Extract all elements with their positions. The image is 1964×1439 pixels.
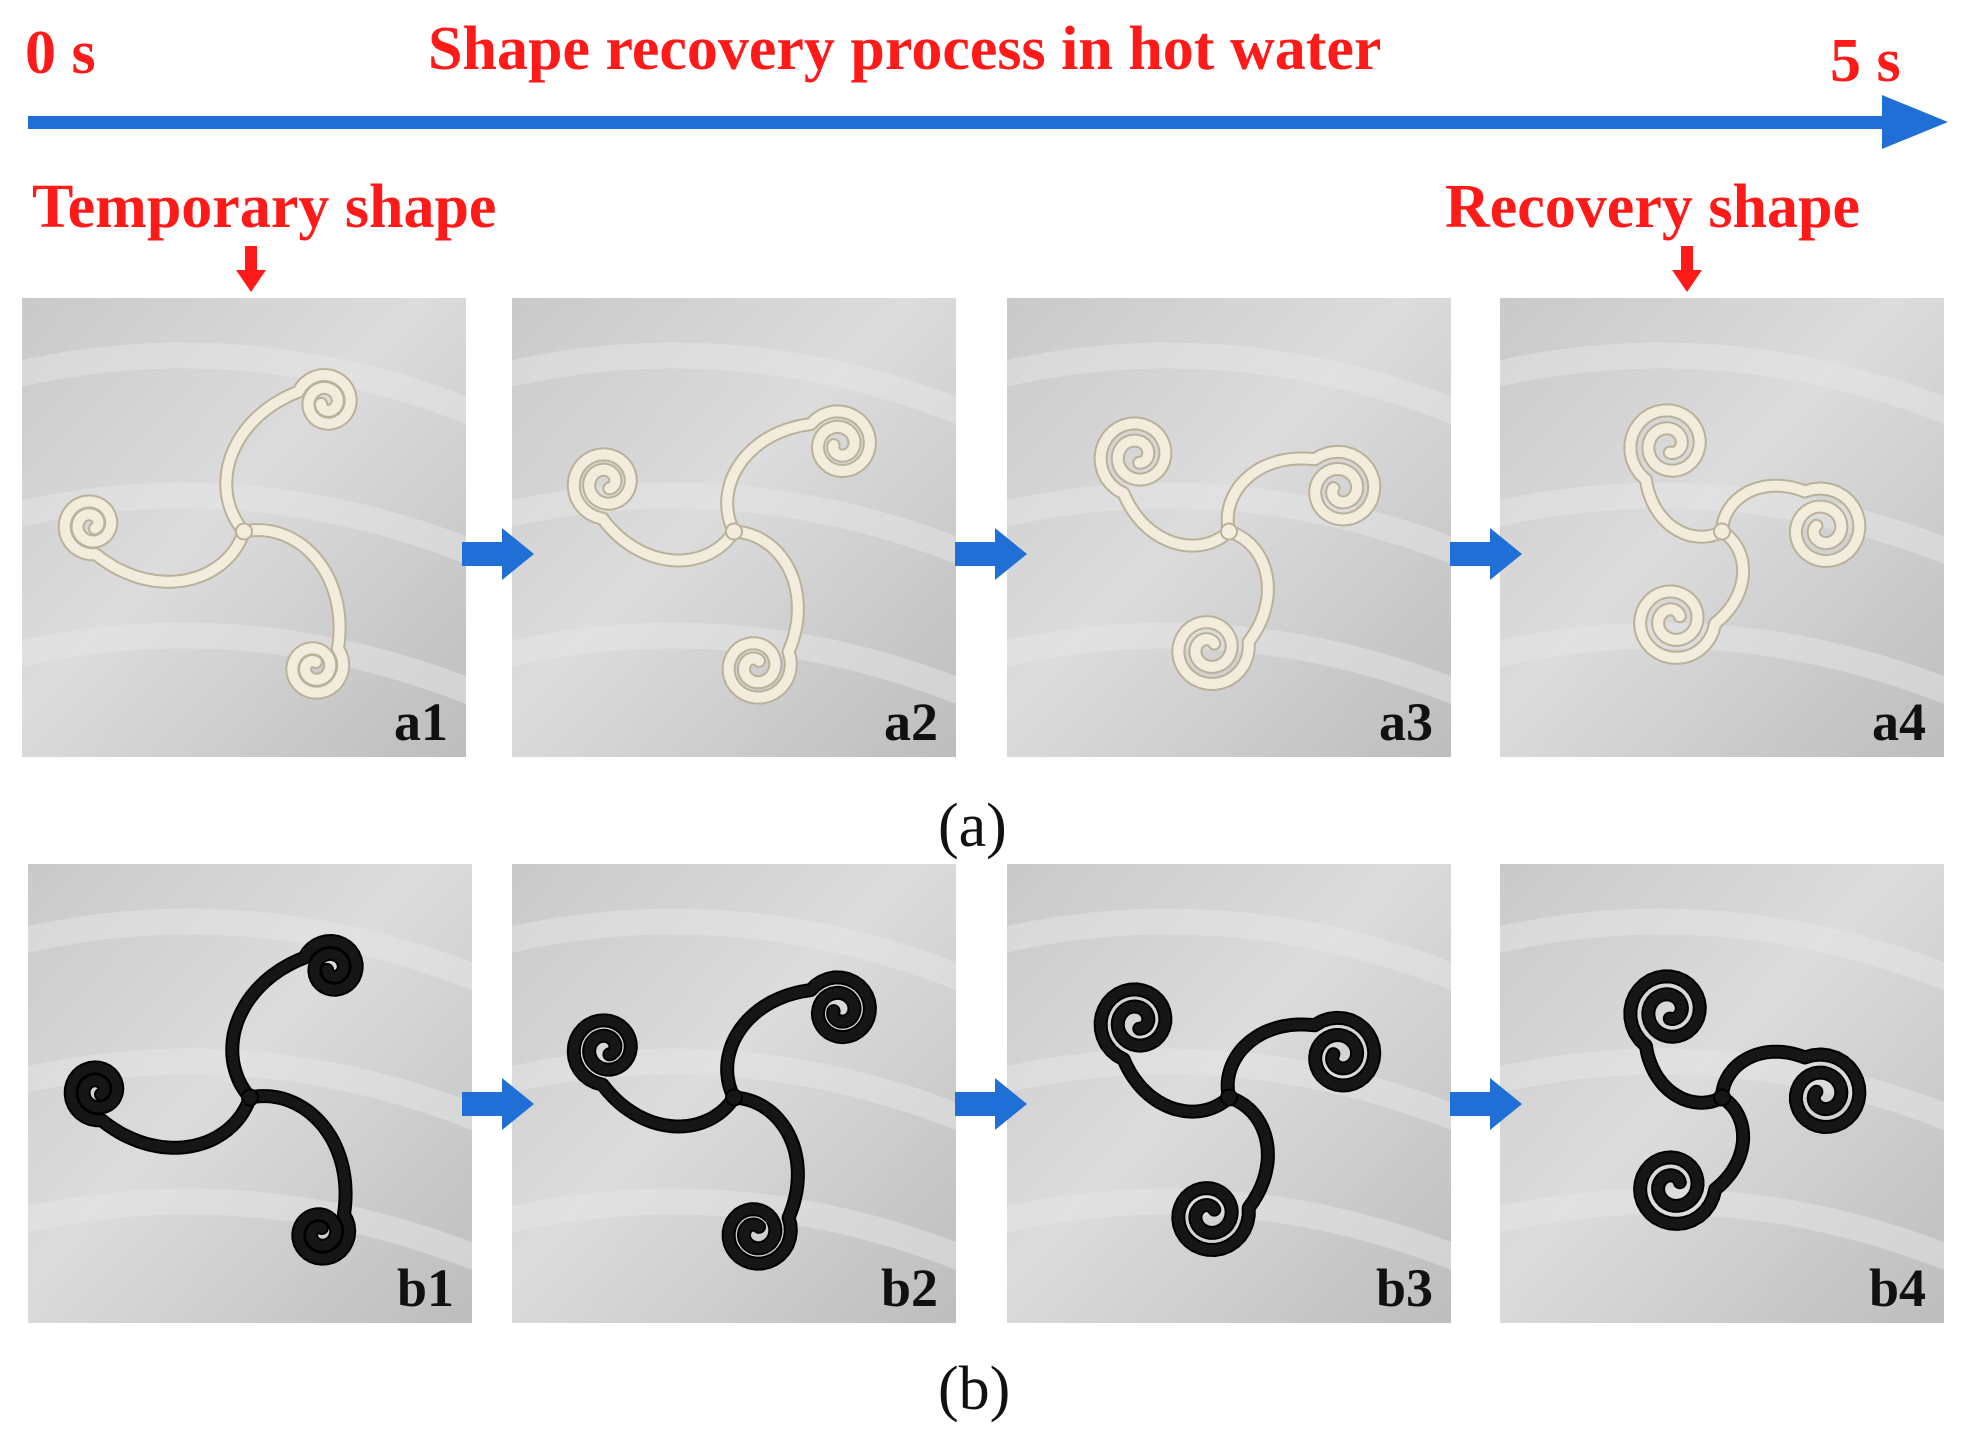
start-time-label: 0 s — [25, 19, 96, 87]
photo-panel-b3: b3 — [1007, 864, 1451, 1323]
step-arrow-icon — [955, 528, 1027, 580]
photo-panel-b1: b1 — [28, 864, 472, 1323]
photo-panel-b2: b2 — [512, 864, 956, 1323]
triskelion-specimen — [566, 404, 877, 705]
photo-panel-a4: a4 — [1500, 298, 1944, 757]
panel-label: a3 — [1379, 692, 1433, 752]
triskelion-specimen — [1623, 969, 1867, 1231]
end-time-label: 5 s — [1830, 27, 1901, 95]
photo-panel-a1: a1 — [22, 298, 466, 757]
caption-b: (b) — [938, 1355, 1011, 1423]
caption-a: (a) — [938, 792, 1007, 860]
step-arrow-icon — [1450, 1078, 1522, 1130]
recovery-down-arrow-icon — [1672, 246, 1702, 292]
photo-panel-a3: a3 — [1007, 298, 1451, 757]
panel-label: b2 — [880, 1258, 938, 1318]
triskelion-specimen — [1093, 416, 1382, 691]
triskelion-specimen — [63, 934, 364, 1266]
panel-label: b4 — [1868, 1258, 1926, 1318]
panel-label: a2 — [884, 692, 938, 752]
photo-panel-a2: a2 — [512, 298, 956, 757]
temporary-down-arrow-icon — [236, 246, 266, 292]
panel-label: a1 — [394, 692, 448, 752]
panel-label: b1 — [396, 1258, 454, 1318]
step-arrow-icon — [955, 1078, 1027, 1130]
triskelion-specimen — [57, 368, 358, 700]
panel-label: a4 — [1872, 692, 1926, 752]
triskelion-specimen — [566, 970, 877, 1271]
step-arrow-icon — [1450, 528, 1522, 580]
triskelion-specimen — [1093, 982, 1382, 1257]
timeline-arrow — [28, 95, 1948, 149]
triskelion-specimen — [1623, 403, 1867, 665]
panel-label: b3 — [1375, 1258, 1433, 1318]
photo-panel-b4: b4 — [1500, 864, 1944, 1323]
recovery-shape-label: Recovery shape — [1445, 173, 1860, 241]
temporary-shape-label: Temporary shape — [32, 173, 497, 241]
step-arrow-icon — [462, 528, 534, 580]
step-arrow-icon — [462, 1078, 534, 1130]
timeline-title: Shape recovery process in hot water — [428, 15, 1382, 83]
